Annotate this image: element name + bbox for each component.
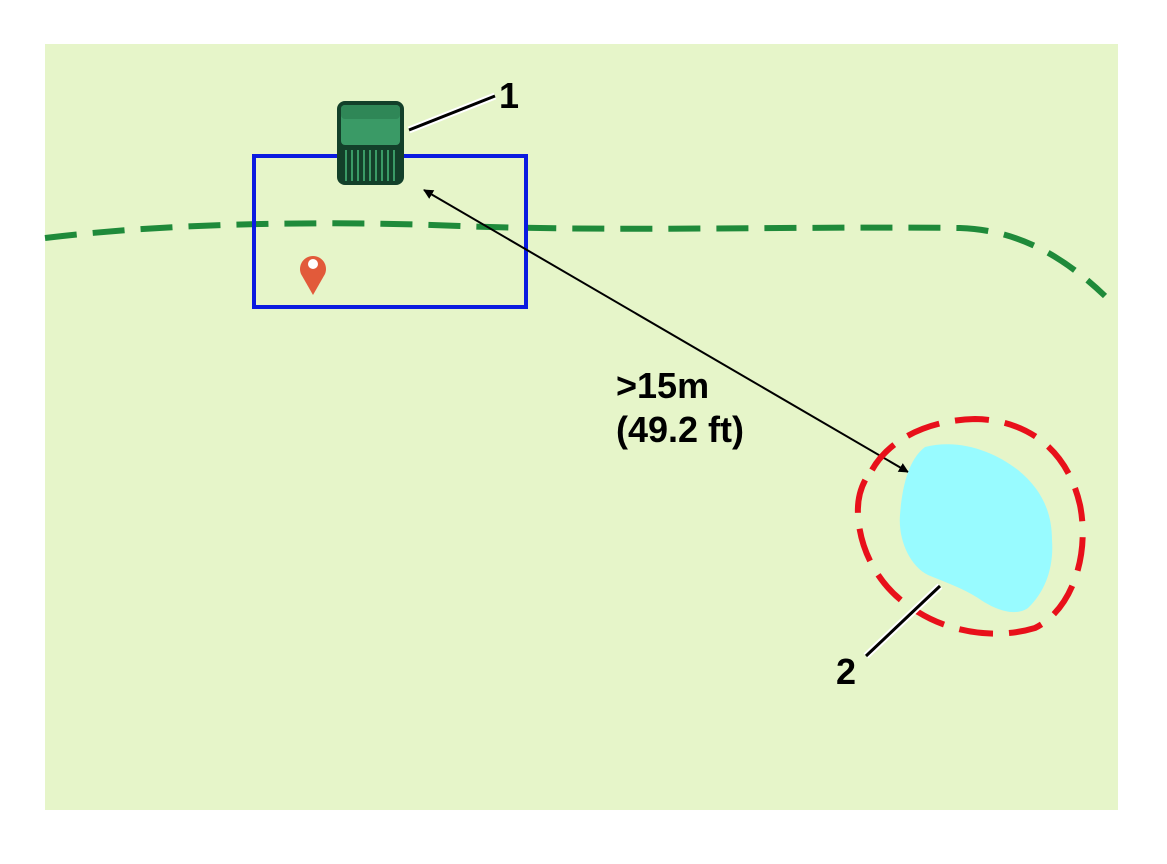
distance-metric-label: >15m bbox=[616, 365, 710, 406]
distance-arrow bbox=[423, 189, 909, 473]
callout-1-leader-line bbox=[408, 94, 496, 132]
map-pin-icon bbox=[300, 256, 326, 295]
callout-2-leader-line bbox=[864, 584, 942, 658]
water-hazard-icon bbox=[899, 444, 1053, 613]
water-hazard-halo bbox=[854, 415, 1086, 637]
callout-2-label: 2 bbox=[836, 651, 857, 692]
robot-mower-icon bbox=[337, 101, 404, 185]
field-area bbox=[45, 44, 1118, 810]
callout-1-label: 1 bbox=[499, 75, 520, 116]
distance-imperial-label: (49.2 ft) bbox=[616, 409, 745, 450]
